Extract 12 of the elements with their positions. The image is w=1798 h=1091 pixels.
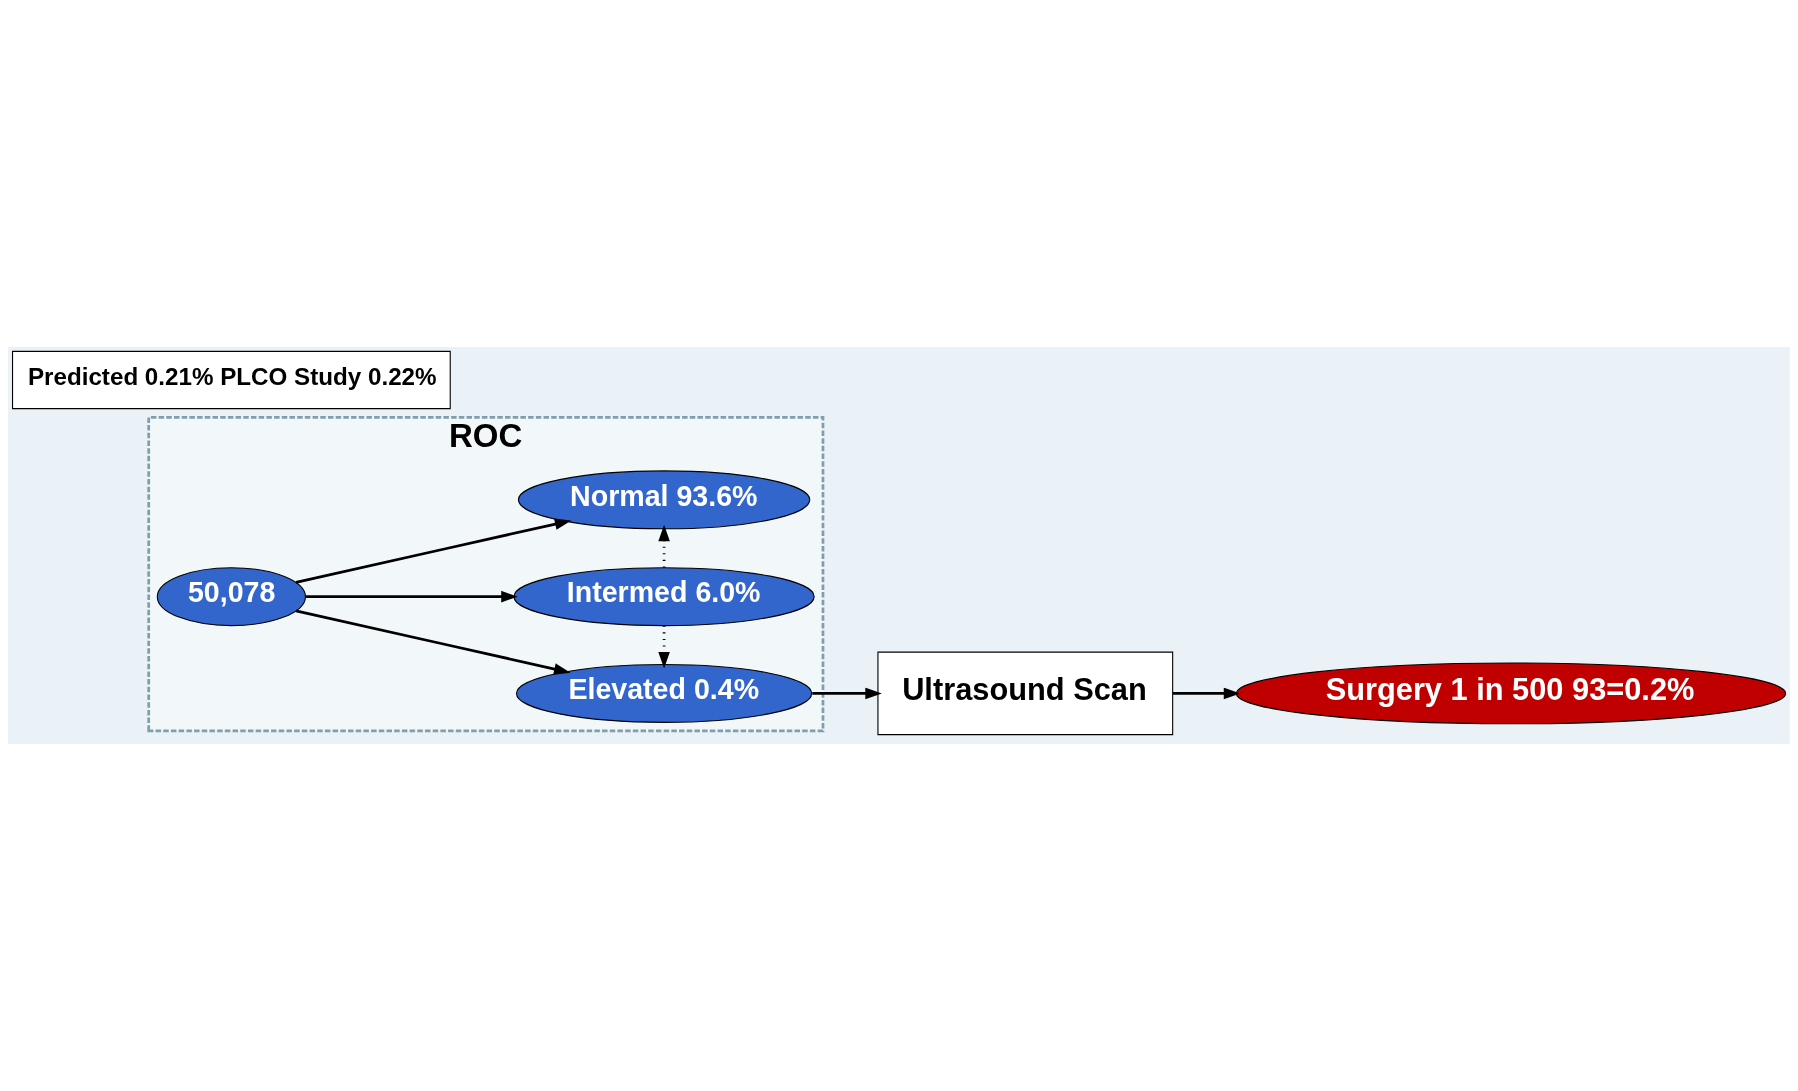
node-ellipse: Intermed 6.0% [513, 567, 815, 627]
arrow [305, 590, 518, 603]
node-ellipse: Surgery 1 in 500 93=0.2% [1235, 662, 1787, 725]
arrow [1172, 687, 1241, 700]
node-box: Predicted 0.21% PLCO Study 0.22% [12, 350, 451, 410]
arrow [295, 518, 572, 584]
arrow [658, 524, 670, 568]
arrow [812, 687, 882, 700]
arrow [295, 609, 571, 675]
arrow [658, 625, 670, 669]
node-ellipse: 50,078 [156, 567, 306, 627]
node-box: Ultrasound Scan [877, 651, 1174, 736]
